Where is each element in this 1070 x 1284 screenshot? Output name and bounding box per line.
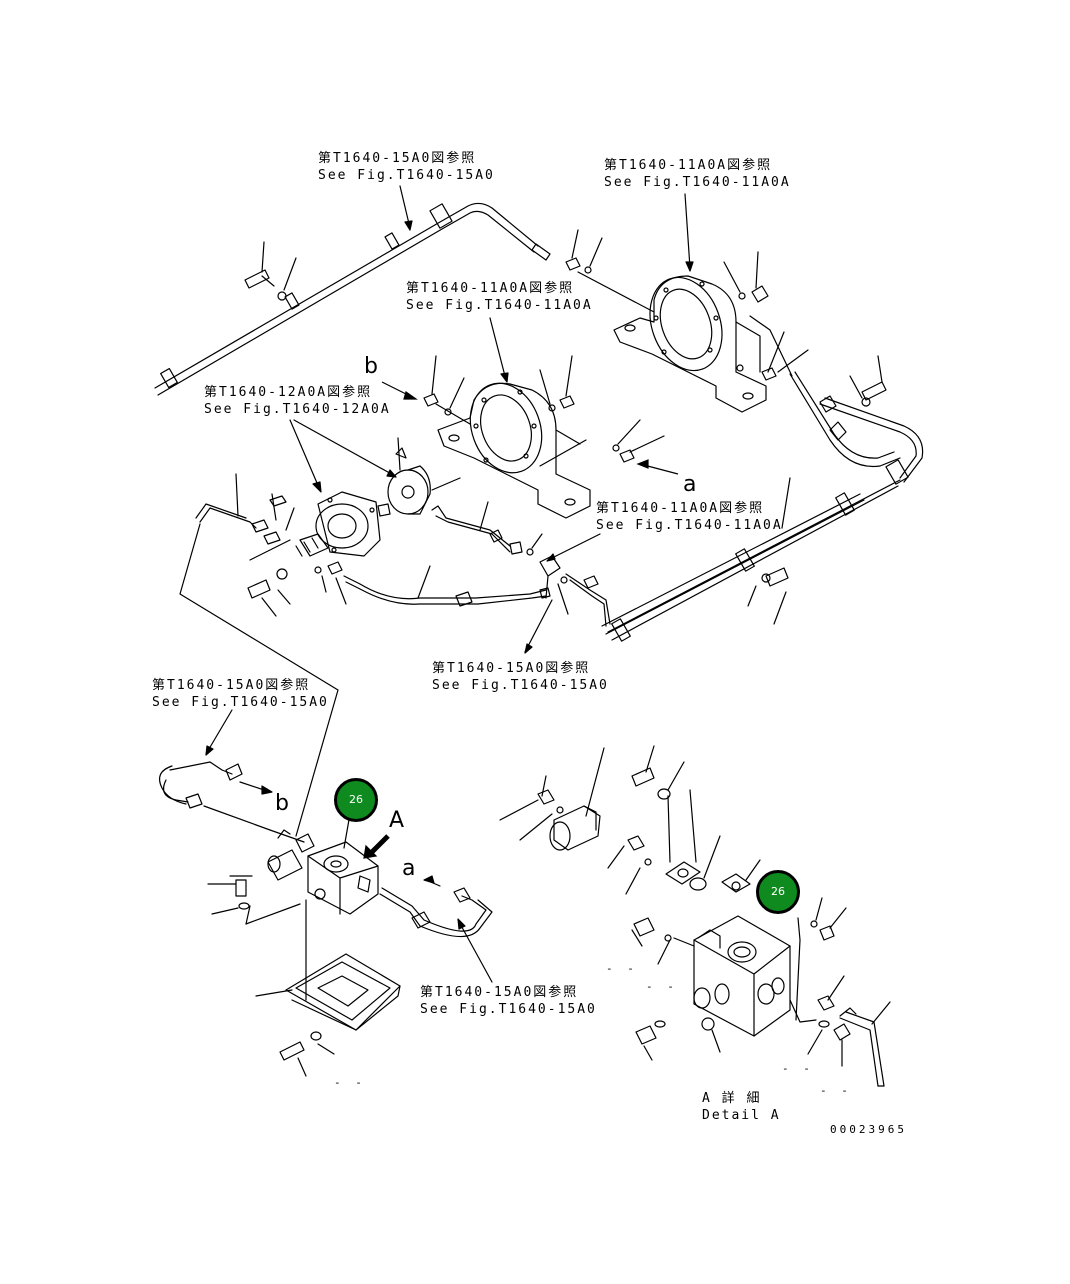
reference-jp: 第T1640-15A0図参照 (420, 985, 579, 1000)
dash-mark: - - (606, 962, 638, 975)
hydraulic-motor (249, 491, 381, 561)
reference-label-1: 第T1640-15A0図参照 See Fig.T1640-15A0 (318, 150, 495, 184)
dash-mark: - - (782, 1062, 814, 1075)
drawing-code: 00023965 (830, 1123, 907, 1136)
reference-jp: 第T1640-11A0A図参照 (406, 281, 575, 296)
reference-label-5: 第T1640-11A0A図参照 See Fig.T1640-11A0A (596, 500, 783, 534)
middle-bearing-housing (423, 355, 665, 519)
connection-letter-a: a (683, 472, 697, 497)
reference-label-8: 第T1640-15A0図参照 See Fig.T1640-15A0 (420, 984, 597, 1018)
dash-mark: - - (334, 1076, 366, 1089)
reference-jp: 第T1640-11A0A図参照 (596, 501, 765, 516)
detail-caption-en: Detail A (702, 1108, 781, 1123)
reference-en: See Fig.T1640-11A0A (596, 518, 783, 533)
connection-letter-b: b (364, 354, 378, 379)
reference-leaders (205, 185, 694, 983)
reference-label-4: 第T1640-12A0A図参照 See Fig.T1640-12A0A (204, 384, 391, 418)
upper-fasteners (244, 229, 887, 407)
connection-letter-a: a (402, 856, 416, 881)
reference-en: See Fig.T1640-15A0 (432, 678, 609, 693)
reference-en: See Fig.T1640-11A0A (604, 175, 791, 190)
detail-valve-assembly (499, 745, 891, 1087)
reference-en: See Fig.T1640-12A0A (204, 402, 391, 417)
right-bearing-housing (613, 275, 809, 413)
dash-mark: - - (820, 1084, 852, 1097)
reference-en: See Fig.T1640-15A0 (152, 695, 329, 710)
reference-label-6: 第T1640-15A0図参照 See Fig.T1640-15A0 (432, 660, 609, 694)
reference-label-7: 第T1640-15A0図参照 See Fig.T1640-15A0 (152, 677, 329, 711)
detail-caption: A 詳 細 Detail A (702, 1090, 781, 1124)
right-long-pipes (601, 371, 924, 642)
reference-jp: 第T1640-11A0A図参照 (604, 158, 773, 173)
item-number-badge: 26 (334, 778, 378, 822)
reference-label-2: 第T1640-11A0A図参照 See Fig.T1640-11A0A (604, 157, 791, 191)
connection-letter-b: b (275, 791, 289, 816)
reference-label-3: 第T1640-11A0A図参照 See Fig.T1640-11A0A (406, 280, 593, 314)
lower-left-valve-assembly (159, 761, 493, 1077)
detail-letter-A: A (389, 808, 405, 833)
dash-mark: - - (646, 980, 678, 993)
item-number-badge: 26 (756, 870, 800, 914)
reference-jp: 第T1640-15A0図参照 (432, 661, 591, 676)
reference-en: See Fig.T1640-11A0A (406, 298, 593, 313)
reference-jp: 第T1640-12A0A図参照 (204, 385, 373, 400)
coupling-drum (377, 437, 461, 517)
reference-jp: 第T1640-15A0図参照 (318, 151, 477, 166)
reference-en: See Fig.T1640-15A0 (420, 1002, 597, 1017)
upper-pipe-assembly (154, 202, 551, 396)
detail-caption-jp: A 詳 細 (702, 1091, 762, 1106)
reference-en: See Fig.T1640-15A0 (318, 168, 495, 183)
middle-pipes (179, 473, 789, 837)
reference-jp: 第T1640-15A0図参照 (152, 678, 311, 693)
